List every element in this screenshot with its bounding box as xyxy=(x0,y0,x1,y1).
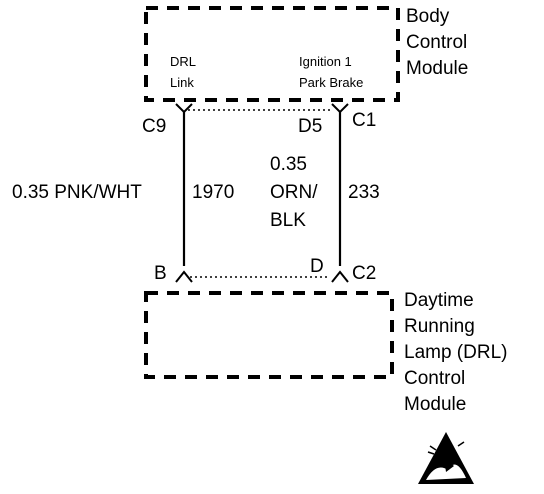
bottom-terminal-right xyxy=(331,270,349,283)
pin-b: B xyxy=(154,263,167,284)
bcm-name-line-2: Control xyxy=(406,32,467,53)
connector-c1: C1 xyxy=(352,110,376,131)
wire-right-spec-line-3: BLK xyxy=(270,210,306,231)
wire-left-spec: 0.35 PNK/WHT xyxy=(12,182,142,203)
drl-name-line-5: Module xyxy=(404,394,466,415)
bcm-pin-label-park-brake: Park Brake xyxy=(299,75,363,90)
wire-right-circuit: 233 xyxy=(348,182,380,203)
drl-module-box xyxy=(144,291,394,379)
connector-c9: C9 xyxy=(142,116,166,137)
bcm-name-line-1: Body xyxy=(406,6,450,27)
bcm-pin-label-link: Link xyxy=(170,75,194,90)
drl-name-line-3: Lamp (DRL) xyxy=(404,342,507,363)
wire-left-circuit: 1970 xyxy=(192,182,234,203)
esd-warning-icon xyxy=(418,432,474,484)
pin-d: D xyxy=(310,256,324,277)
wire-right-spec-line-1: 0.35 xyxy=(270,154,307,175)
bcm-box xyxy=(144,6,400,102)
connector-c2: C2 xyxy=(352,263,376,284)
bcm-pin-label-ignition: Ignition 1 xyxy=(299,54,352,69)
drl-name-line-2: Running xyxy=(404,316,475,337)
pin-d5: D5 xyxy=(298,116,322,137)
top-terminal-left xyxy=(175,103,193,114)
bcm-name-line-3: Module xyxy=(406,58,468,79)
bcm-pin-label-drl: DRL xyxy=(170,54,196,69)
top-terminal-right xyxy=(331,103,349,114)
drl-name-line-1: Daytime xyxy=(404,290,474,311)
bottom-terminal-left xyxy=(175,270,193,283)
wire-right-spec-line-2: ORN/ xyxy=(270,182,318,203)
drl-name-line-4: Control xyxy=(404,368,465,389)
